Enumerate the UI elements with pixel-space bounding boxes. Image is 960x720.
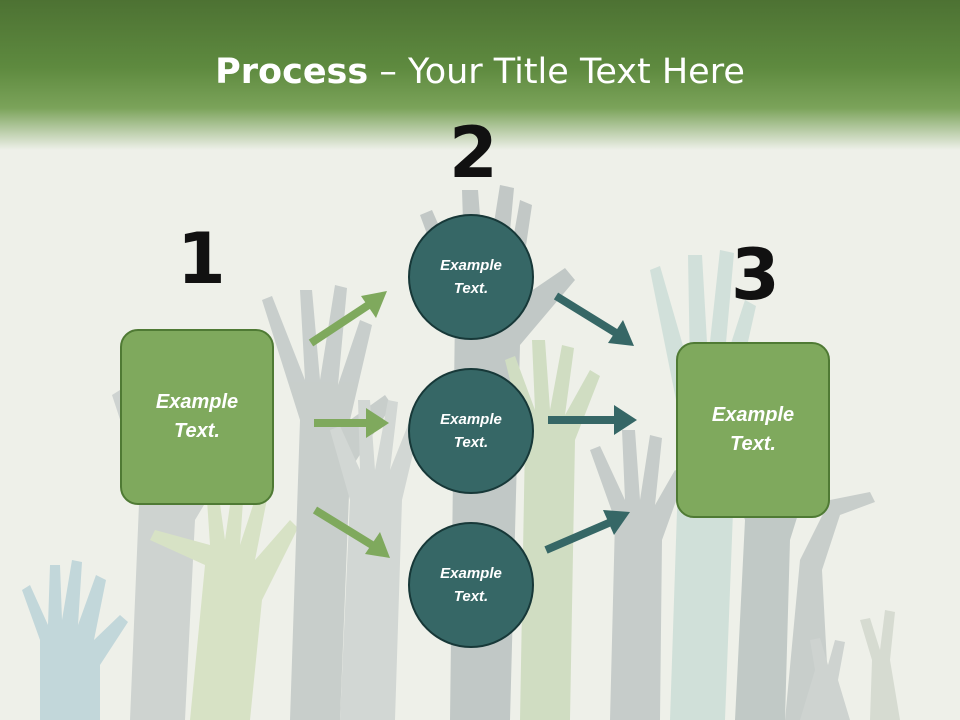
step-3-text-line2: Text. — [730, 433, 776, 455]
step-number-2: 2 — [449, 112, 498, 194]
circle-middle-line1: Example — [440, 411, 502, 428]
step-1-text-line2: Text. — [174, 420, 220, 442]
title-rest: – Your Title Text Here — [368, 52, 745, 92]
step-1-text-line1: Example — [155, 391, 239, 413]
step-3-text-line1: Example — [711, 404, 795, 426]
arrow-2-top-to-3 — [553, 292, 634, 346]
arrow-1-to-2-middle — [314, 408, 389, 438]
step-1-box: Example Text. — [120, 329, 274, 505]
arrow-1-to-2-bottom — [312, 506, 390, 558]
slide-title: Process – Your Title Text Here — [0, 52, 960, 92]
circle-bottom-line1: Example — [440, 565, 502, 582]
arrow-2-bottom-to-3 — [544, 510, 630, 554]
title-bold: Process — [215, 52, 369, 92]
step-number-1: 1 — [177, 218, 226, 300]
step-number-3: 3 — [731, 234, 780, 316]
step-2-circle-bottom: Example Text. — [408, 522, 534, 648]
arrow-1-to-2-top — [308, 291, 387, 347]
circle-bottom-line2: Text. — [453, 588, 489, 605]
step-2-circle-top: Example Text. — [408, 214, 534, 340]
step-3-box: Example Text. — [676, 342, 830, 518]
circle-top-line2: Text. — [453, 280, 489, 297]
arrow-2-middle-to-3 — [548, 405, 637, 435]
circle-top-line1: Example — [440, 257, 502, 274]
title-banner — [0, 0, 960, 150]
circle-middle-line2: Text. — [453, 434, 489, 451]
step-2-circle-middle: Example Text. — [408, 368, 534, 494]
